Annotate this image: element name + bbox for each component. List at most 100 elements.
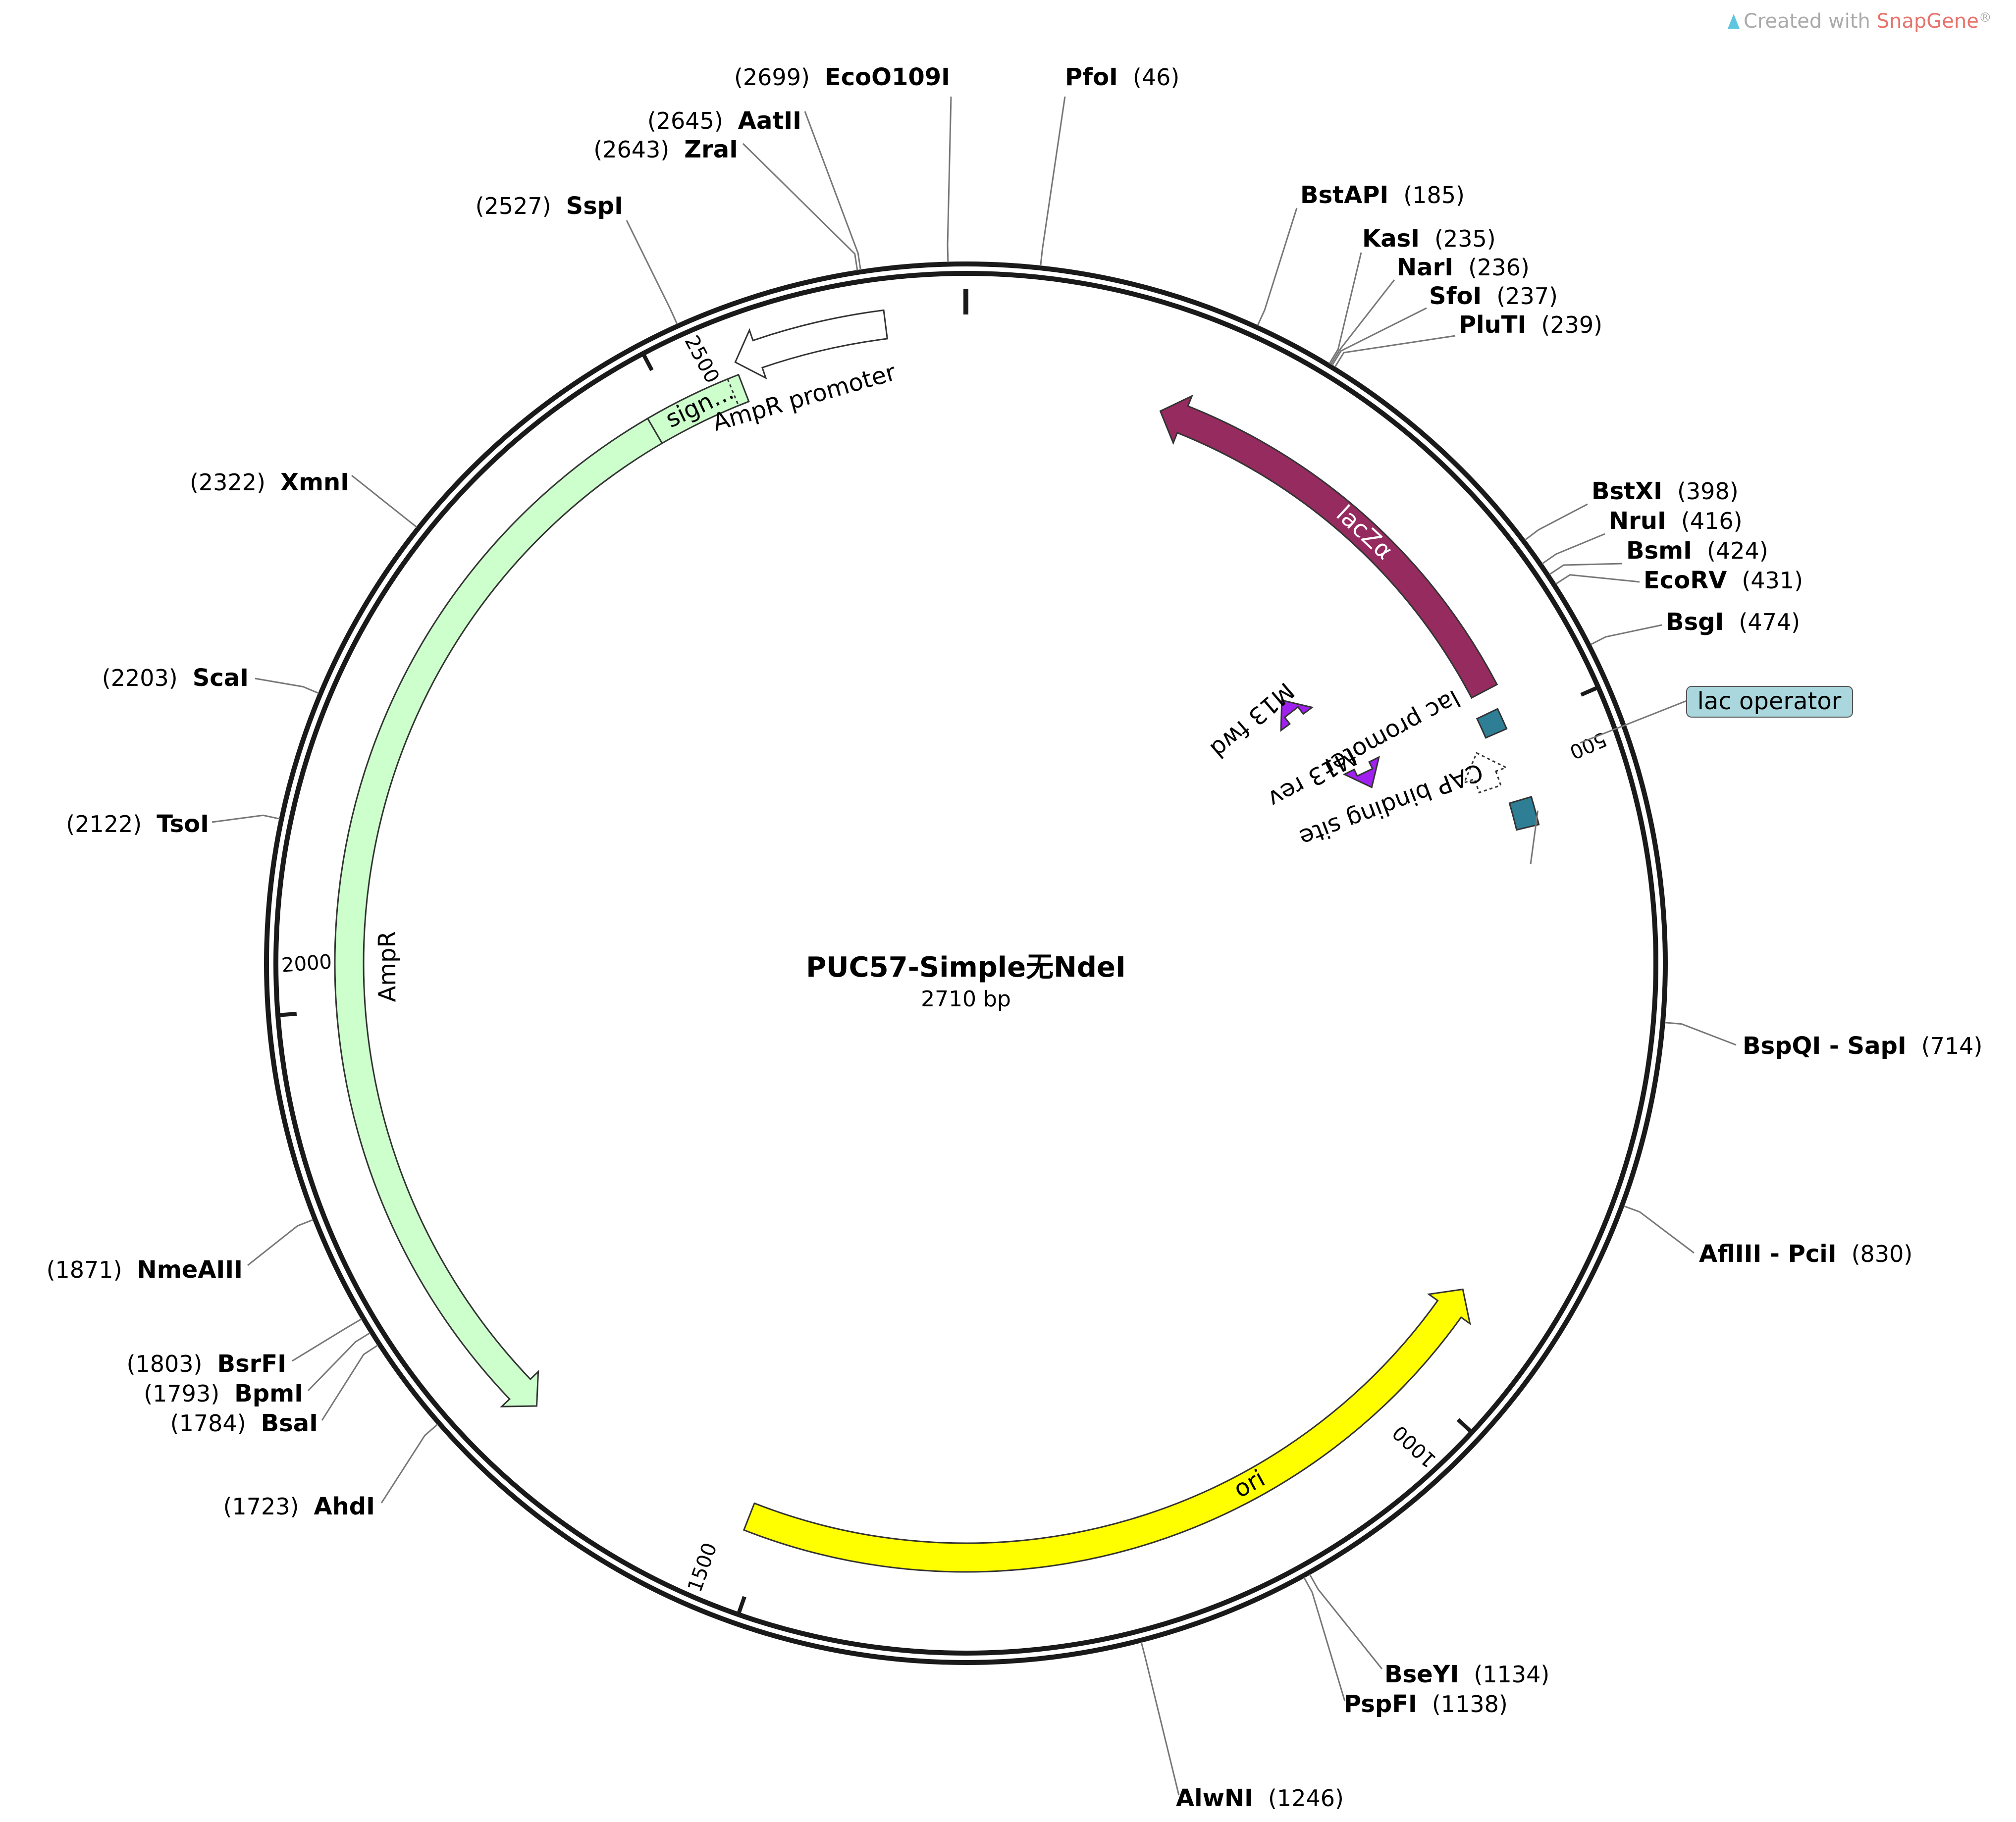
site-leader-ahdi <box>380 1423 438 1504</box>
site-name: ScaI <box>193 664 249 692</box>
site-label-bsai: (1784)BsaI <box>170 1409 318 1437</box>
feature-shape-cap-binding-site[interactable] <box>1508 796 1540 831</box>
site-position: (2643) <box>593 136 669 163</box>
watermark-mark: ® <box>1979 10 1992 25</box>
site-position: (1138) <box>1432 1691 1508 1718</box>
feature-cap-binding-site[interactable] <box>1508 796 1540 831</box>
site-bstapi[interactable]: BstAPI(185) <box>1257 181 1465 326</box>
feature-m13-fwd[interactable] <box>1280 699 1314 732</box>
site-position: (2699) <box>734 64 810 91</box>
site-position: (239) <box>1541 312 1602 338</box>
watermark-brand: SnapGene <box>1877 10 1979 33</box>
feature-m13-rev[interactable] <box>1342 756 1380 788</box>
site-position: (431) <box>1742 567 1803 594</box>
site-ecoo109i[interactable]: (2699) EcoO109I <box>734 63 952 262</box>
site-aatii[interactable]: (2645)AatII <box>647 107 861 270</box>
site-bpmi[interactable]: (1793)BpmI <box>144 1332 371 1408</box>
site-leader-bstapi <box>1257 208 1298 326</box>
site-name: ZraI <box>684 136 738 163</box>
feature-shape-lac-operator[interactable] <box>1476 708 1508 739</box>
site-name: EcoO109I <box>825 63 950 91</box>
site-name: SspI <box>566 192 623 220</box>
site-zrai[interactable]: (2643) ZraI <box>593 136 858 271</box>
feature-lac-promoter[interactable] <box>1463 752 1508 794</box>
site-position: (1784) <box>170 1410 246 1437</box>
watermark-prefix: Created with <box>1744 10 1877 33</box>
feature-sign[interactable] <box>646 373 750 445</box>
site-label-bsmi: BsmI(424) <box>1626 537 1768 565</box>
lac-operator-tag: lac operator <box>1580 686 1853 744</box>
site-nmeaiii[interactable]: (1871)NmeAIII <box>47 1219 314 1284</box>
site-bsrfi[interactable]: (1803)BsrFI <box>127 1318 362 1378</box>
tick-mark-1000 <box>1456 1418 1474 1434</box>
site-alwni[interactable]: AlwNI(1246) <box>1140 1642 1344 1812</box>
site-leader-sspi <box>626 220 678 325</box>
site-label-kasi: KasI(235) <box>1362 225 1496 253</box>
site-position: (830) <box>1852 1241 1913 1267</box>
site-leader-aatii <box>804 111 861 270</box>
site-bsgi[interactable]: BsgI(474) <box>1590 608 1800 645</box>
site-ahdi[interactable]: (1723)AhdI <box>223 1423 438 1520</box>
site-sspi[interactable]: (2527)SspI <box>476 192 678 325</box>
site-bspqi-sapi[interactable]: BspQI - SapI(714) <box>1664 1022 1983 1060</box>
feature-ori[interactable] <box>743 1288 1471 1573</box>
site-name: BsgI <box>1666 608 1724 636</box>
feature-ampr-promoter[interactable] <box>734 309 888 380</box>
site-afliii-pcii[interactable]: AflIII - PciI(830) <box>1623 1205 1913 1268</box>
site-name: PspFI <box>1344 1690 1417 1718</box>
site-label-ahdi: (1723)AhdI <box>223 1493 375 1520</box>
site-leader-pluti <box>1334 335 1456 367</box>
site-bsmi[interactable]: BsmI(424) <box>1549 537 1768 575</box>
site-ecorv[interactable]: EcoRV(431) <box>1555 567 1803 594</box>
site-leader-bsmi <box>1549 563 1623 575</box>
feature-shape-ampr-promoter[interactable] <box>734 309 888 380</box>
site-position: (398) <box>1677 478 1739 505</box>
site-label-aatii: (2645)AatII <box>647 107 801 135</box>
site-name: BspQI - SapI <box>1743 1032 1907 1060</box>
site-sfoi[interactable]: SfoI(237) <box>1331 282 1558 366</box>
lac-operator-tag-text: lac operator <box>1698 687 1842 715</box>
site-scai[interactable]: (2203)ScaI <box>102 664 319 694</box>
site-nrui[interactable]: NruI(416) <box>1541 507 1743 565</box>
site-bsai[interactable]: (1784)BsaI <box>170 1345 378 1437</box>
site-leader-ecorv <box>1555 574 1640 585</box>
feature-shape-m13-fwd[interactable] <box>1280 699 1314 732</box>
tick-label-1000: 1000 <box>1388 1421 1441 1472</box>
site-label-pluti: PluTI(239) <box>1459 311 1602 339</box>
site-label-bsgi: BsgI(474) <box>1666 608 1800 636</box>
site-leader-nrui <box>1541 533 1605 565</box>
site-leader-nari <box>1330 279 1395 365</box>
site-leader-tsoi <box>212 814 280 823</box>
feature-shape-lac-promoter[interactable] <box>1463 752 1508 794</box>
site-position: (1803) <box>127 1351 203 1377</box>
site-pfoi[interactable]: PfoI(46) <box>1040 63 1180 266</box>
tick-mark-500 <box>1580 685 1599 697</box>
backbone-inner-ring <box>273 271 1658 1656</box>
svg-text:Created with SnapGene®: Created with SnapGene® <box>1744 10 1992 33</box>
site-label-bpmi: (1793)BpmI <box>144 1380 303 1407</box>
feature-ampr[interactable] <box>334 417 663 1407</box>
site-bseyi[interactable]: BseYI(1134) <box>1309 1574 1549 1688</box>
feature-shape-m13-rev[interactable] <box>1342 756 1380 788</box>
site-bstxi[interactable]: BstXI(398) <box>1524 477 1739 541</box>
site-label-nari: NarI(236) <box>1397 254 1530 281</box>
signal-boundary <box>727 378 740 406</box>
site-name: AhdI <box>314 1493 375 1520</box>
site-leader-bsgi <box>1590 624 1662 645</box>
feature-shape-ori[interactable] <box>743 1288 1471 1573</box>
site-position: (1793) <box>144 1380 219 1407</box>
site-pspfi[interactable]: PspFI (1138) <box>1303 1577 1508 1718</box>
feature-shape-ampr[interactable] <box>334 417 663 1407</box>
feature-lacz[interactable] <box>1159 394 1498 699</box>
site-leader-sfoi <box>1331 307 1427 366</box>
feature-lac-operator[interactable] <box>1476 708 1508 739</box>
site-kasi[interactable]: KasI(235) <box>1328 225 1496 364</box>
site-label-bstapi: BstAPI(185) <box>1300 181 1465 209</box>
site-pluti[interactable]: PluTI(239) <box>1334 311 1602 367</box>
site-tsoi[interactable]: (2122)TsoI <box>66 810 280 838</box>
site-nari[interactable]: NarI(236) <box>1330 254 1530 365</box>
feature-shape-lacz[interactable] <box>1159 394 1498 699</box>
site-xmni[interactable]: (2322)XmnI <box>190 469 418 528</box>
tick-label-1500: 1500 <box>684 1540 722 1595</box>
feature-shape-sign[interactable] <box>646 373 750 445</box>
